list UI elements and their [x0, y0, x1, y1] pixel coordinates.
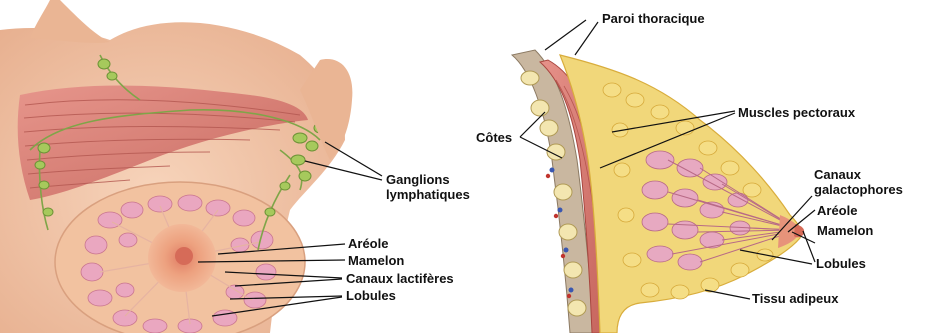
label-ganglions-2: lymphatiques — [386, 187, 470, 202]
label-lobules-side: Lobules — [816, 256, 866, 271]
label-paroi-thoracique: Paroi thoracique — [602, 11, 705, 26]
label-canaux-2: galactophores — [814, 182, 903, 197]
label-tissu-adipeux: Tissu adipeux — [752, 291, 839, 306]
front-view — [0, 0, 352, 333]
label-ganglions-1: Ganglions — [386, 172, 450, 187]
label-canaux-lactiferes: Canaux lactifères — [346, 271, 454, 286]
label-areole-front: Aréole — [348, 236, 388, 251]
label-muscles-pectoraux: Muscles pectoraux — [738, 105, 856, 120]
label-canaux-1: Canaux — [814, 167, 862, 182]
label-mamelon-side: Mamelon — [817, 223, 873, 238]
label-lobules-front: Lobules — [346, 288, 396, 303]
label-mamelon-front: Mamelon — [348, 253, 404, 268]
nipple — [175, 247, 193, 265]
neck-shadow — [30, 0, 110, 43]
label-cotes: Côtes — [476, 130, 512, 145]
label-areole-side: Aréole — [817, 203, 857, 218]
